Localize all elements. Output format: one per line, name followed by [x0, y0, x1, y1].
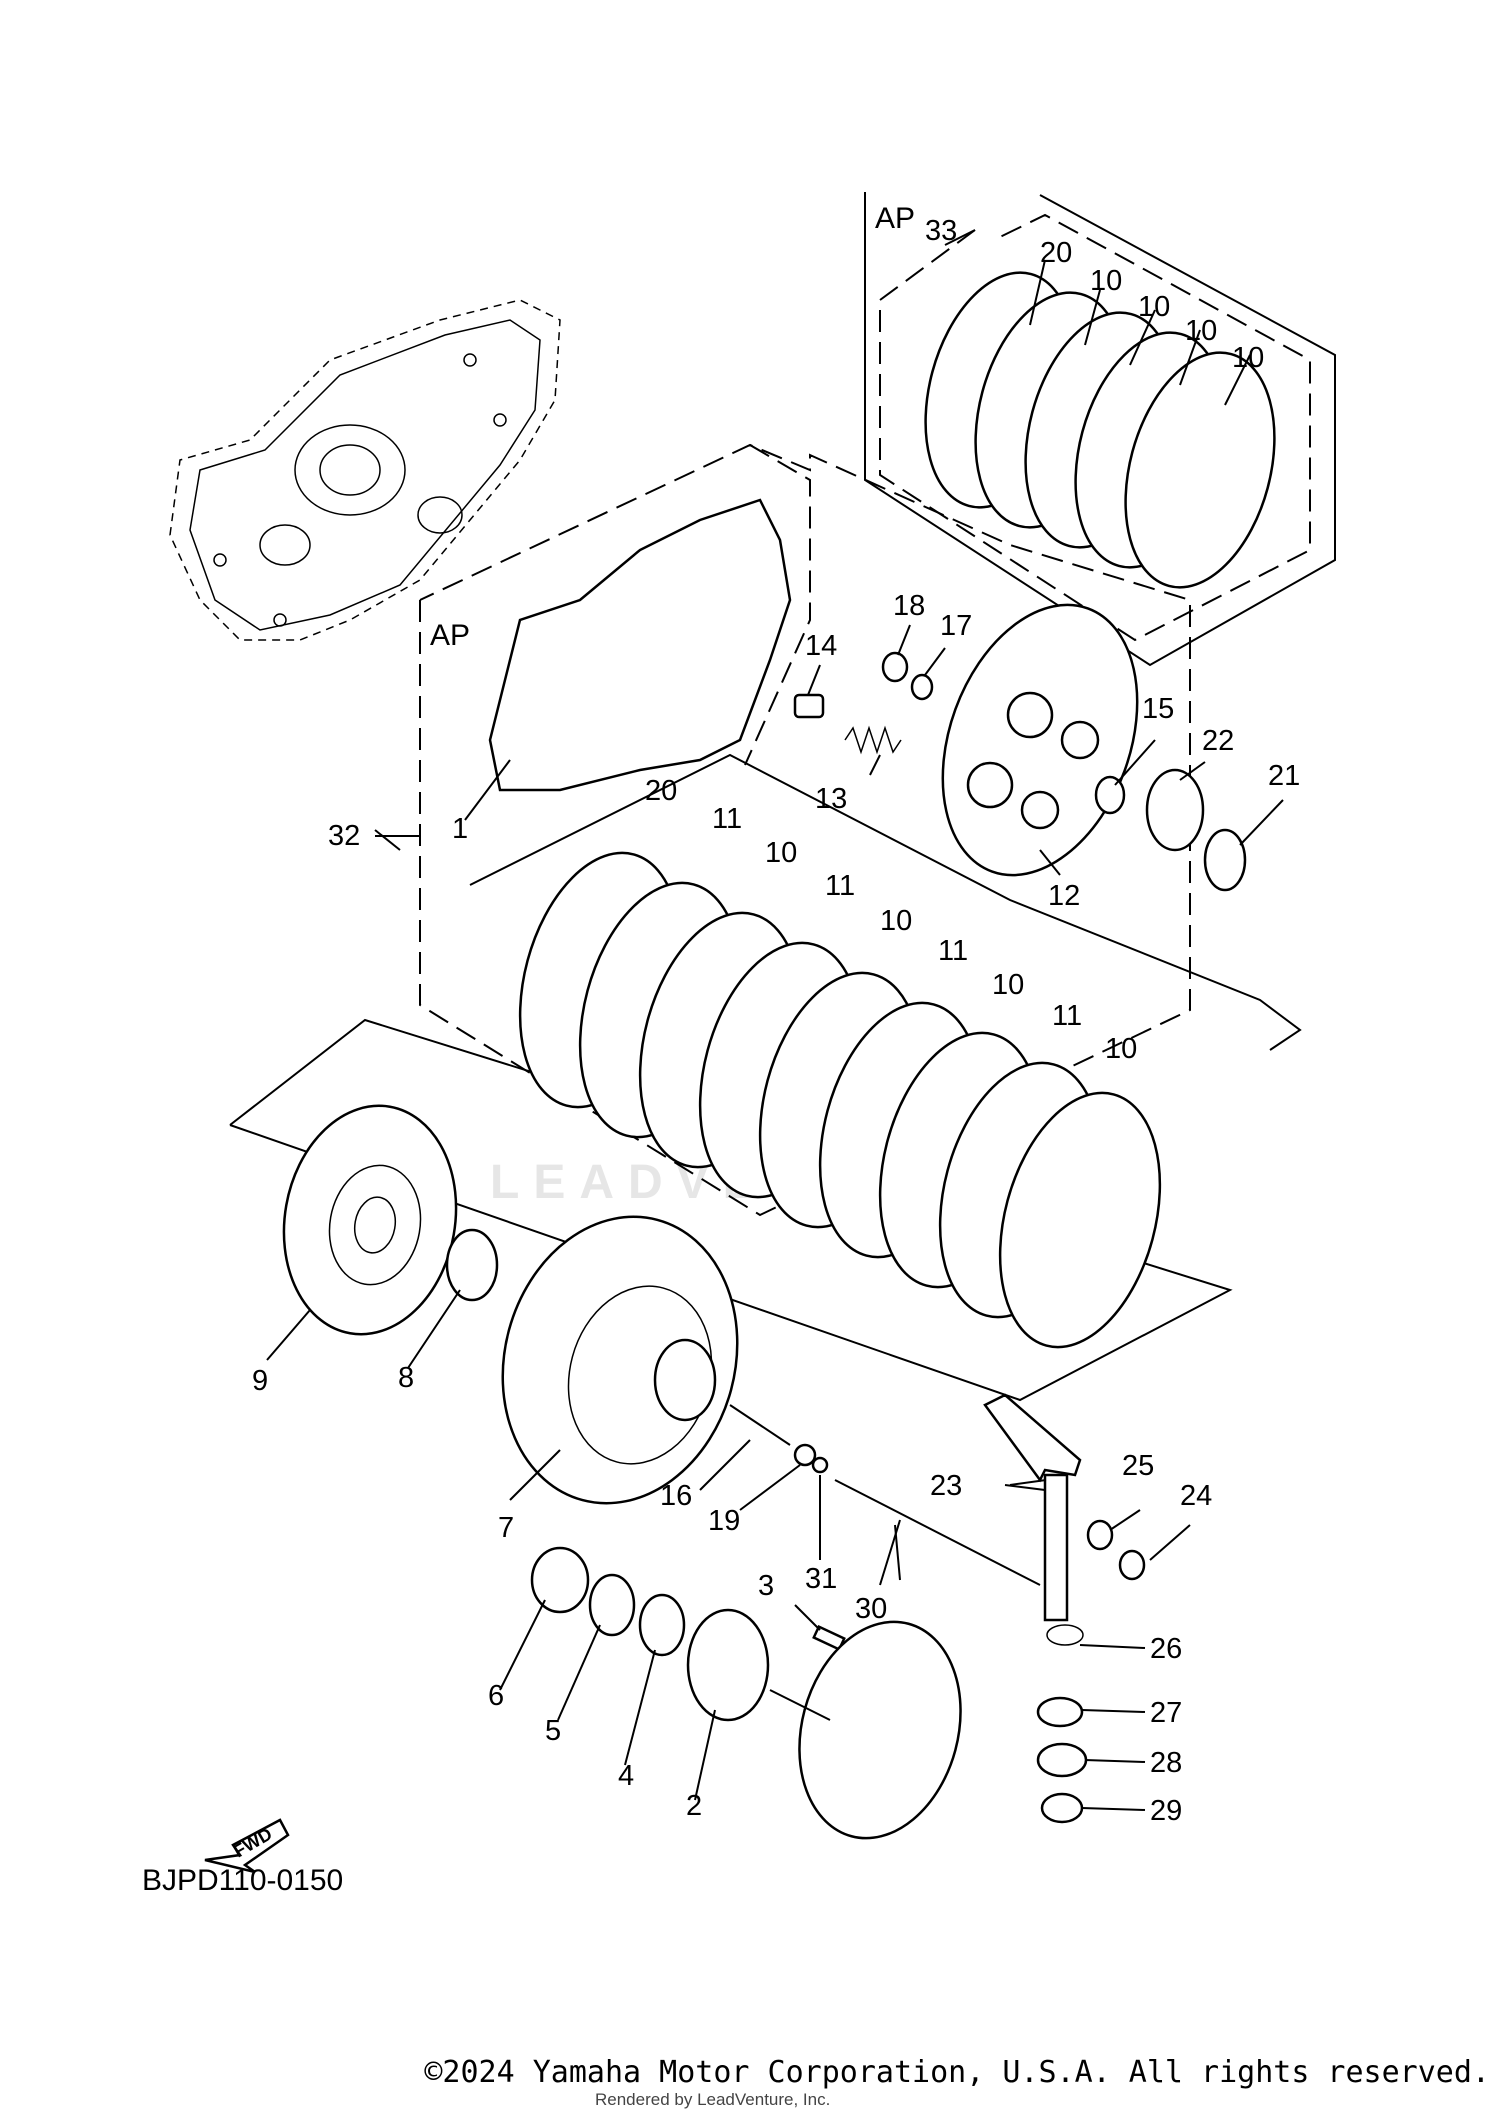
callout-16: 16: [660, 1480, 692, 1512]
callout-20b: 20: [645, 775, 677, 807]
clutch-housing: [501, 1215, 739, 1505]
gasket: [488, 498, 792, 792]
callout-4: 4: [618, 1760, 634, 1792]
pressure-plate: [941, 603, 1139, 877]
plate-group-outline: [229, 753, 1302, 1402]
callout-11c: 11: [938, 935, 968, 967]
callout-33: 33: [925, 215, 957, 247]
callout-32: 32: [328, 820, 360, 852]
callout-18: 18: [893, 590, 925, 622]
kit-label-upper: AP: [875, 202, 915, 235]
callout-7: 7: [498, 1512, 514, 1544]
callout-27: 27: [1150, 1697, 1182, 1729]
callout-6: 6: [488, 1680, 504, 1712]
callout-10f: 10: [880, 905, 912, 937]
callout-10c: 10: [1185, 315, 1217, 347]
callout-12: 12: [1048, 880, 1080, 912]
clutch-lever-shaft: [983, 1393, 1146, 1824]
callout-29: 29: [1150, 1795, 1182, 1827]
kit-box-upper: AP: [864, 192, 1336, 667]
primary-driven-gear: [282, 1104, 458, 1336]
friction-plates-lower: [518, 851, 1162, 1349]
callout-1: 1: [452, 813, 468, 845]
drawing-code: BJPD110-0150: [142, 1864, 343, 1897]
callout-10a: 10: [1090, 265, 1122, 297]
callout-11a: 11: [712, 803, 742, 835]
callout-2: 2: [686, 1790, 702, 1822]
small-parts: [793, 651, 1247, 892]
rendered-by-text: Rendered by LeadVenture, Inc.: [595, 2090, 831, 2109]
kit-box-lower: [374, 443, 1191, 1217]
callout-10e: 10: [765, 837, 797, 869]
callout-10g: 10: [992, 969, 1024, 1001]
callout-19: 19: [708, 1505, 740, 1537]
thrust-washer: [445, 1228, 499, 1302]
callout-20a: 20: [1040, 237, 1072, 269]
callout-26: 26: [1150, 1633, 1182, 1665]
callout-9: 9: [252, 1365, 268, 1397]
clutch-boss-parts: [530, 1546, 962, 1840]
callout-5: 5: [545, 1715, 561, 1747]
callout-25: 25: [1122, 1450, 1154, 1482]
leader-lines: [266, 229, 1284, 1811]
crankcase-cover: [169, 299, 561, 641]
push-rods: [729, 1404, 1041, 1586]
callout-30: 30: [855, 1593, 887, 1625]
callout-31: 31: [805, 1563, 837, 1595]
callout-17: 17: [940, 610, 972, 642]
callout-21: 21: [1268, 760, 1300, 792]
callout-10h: 10: [1105, 1033, 1137, 1065]
callout-3: 3: [758, 1570, 774, 1602]
callout-8: 8: [398, 1362, 414, 1394]
callout-23: 23: [930, 1470, 962, 1502]
callout-10b: 10: [1138, 291, 1170, 323]
callout-28: 28: [1150, 1747, 1182, 1779]
callout-10d: 10: [1232, 342, 1264, 374]
friction-plates-upper: [924, 271, 1276, 589]
callout-13: 13: [815, 783, 847, 815]
callout-15: 15: [1142, 693, 1174, 725]
callout-24: 24: [1180, 1480, 1212, 1512]
copyright-footer: ©2024 Yamaha Motor Corporation, U.S.A. A…: [424, 2055, 1490, 2090]
kit-label-lower: AP: [430, 619, 470, 652]
callouts: 1 2 3 4 5 6 7 8 9 10 10 10 10 10 10 10 1…: [252, 215, 1300, 1827]
callout-22: 22: [1202, 725, 1234, 757]
callout-11b: 11: [825, 870, 855, 902]
callout-14: 14: [805, 630, 837, 662]
callout-11d: 11: [1052, 1000, 1082, 1032]
